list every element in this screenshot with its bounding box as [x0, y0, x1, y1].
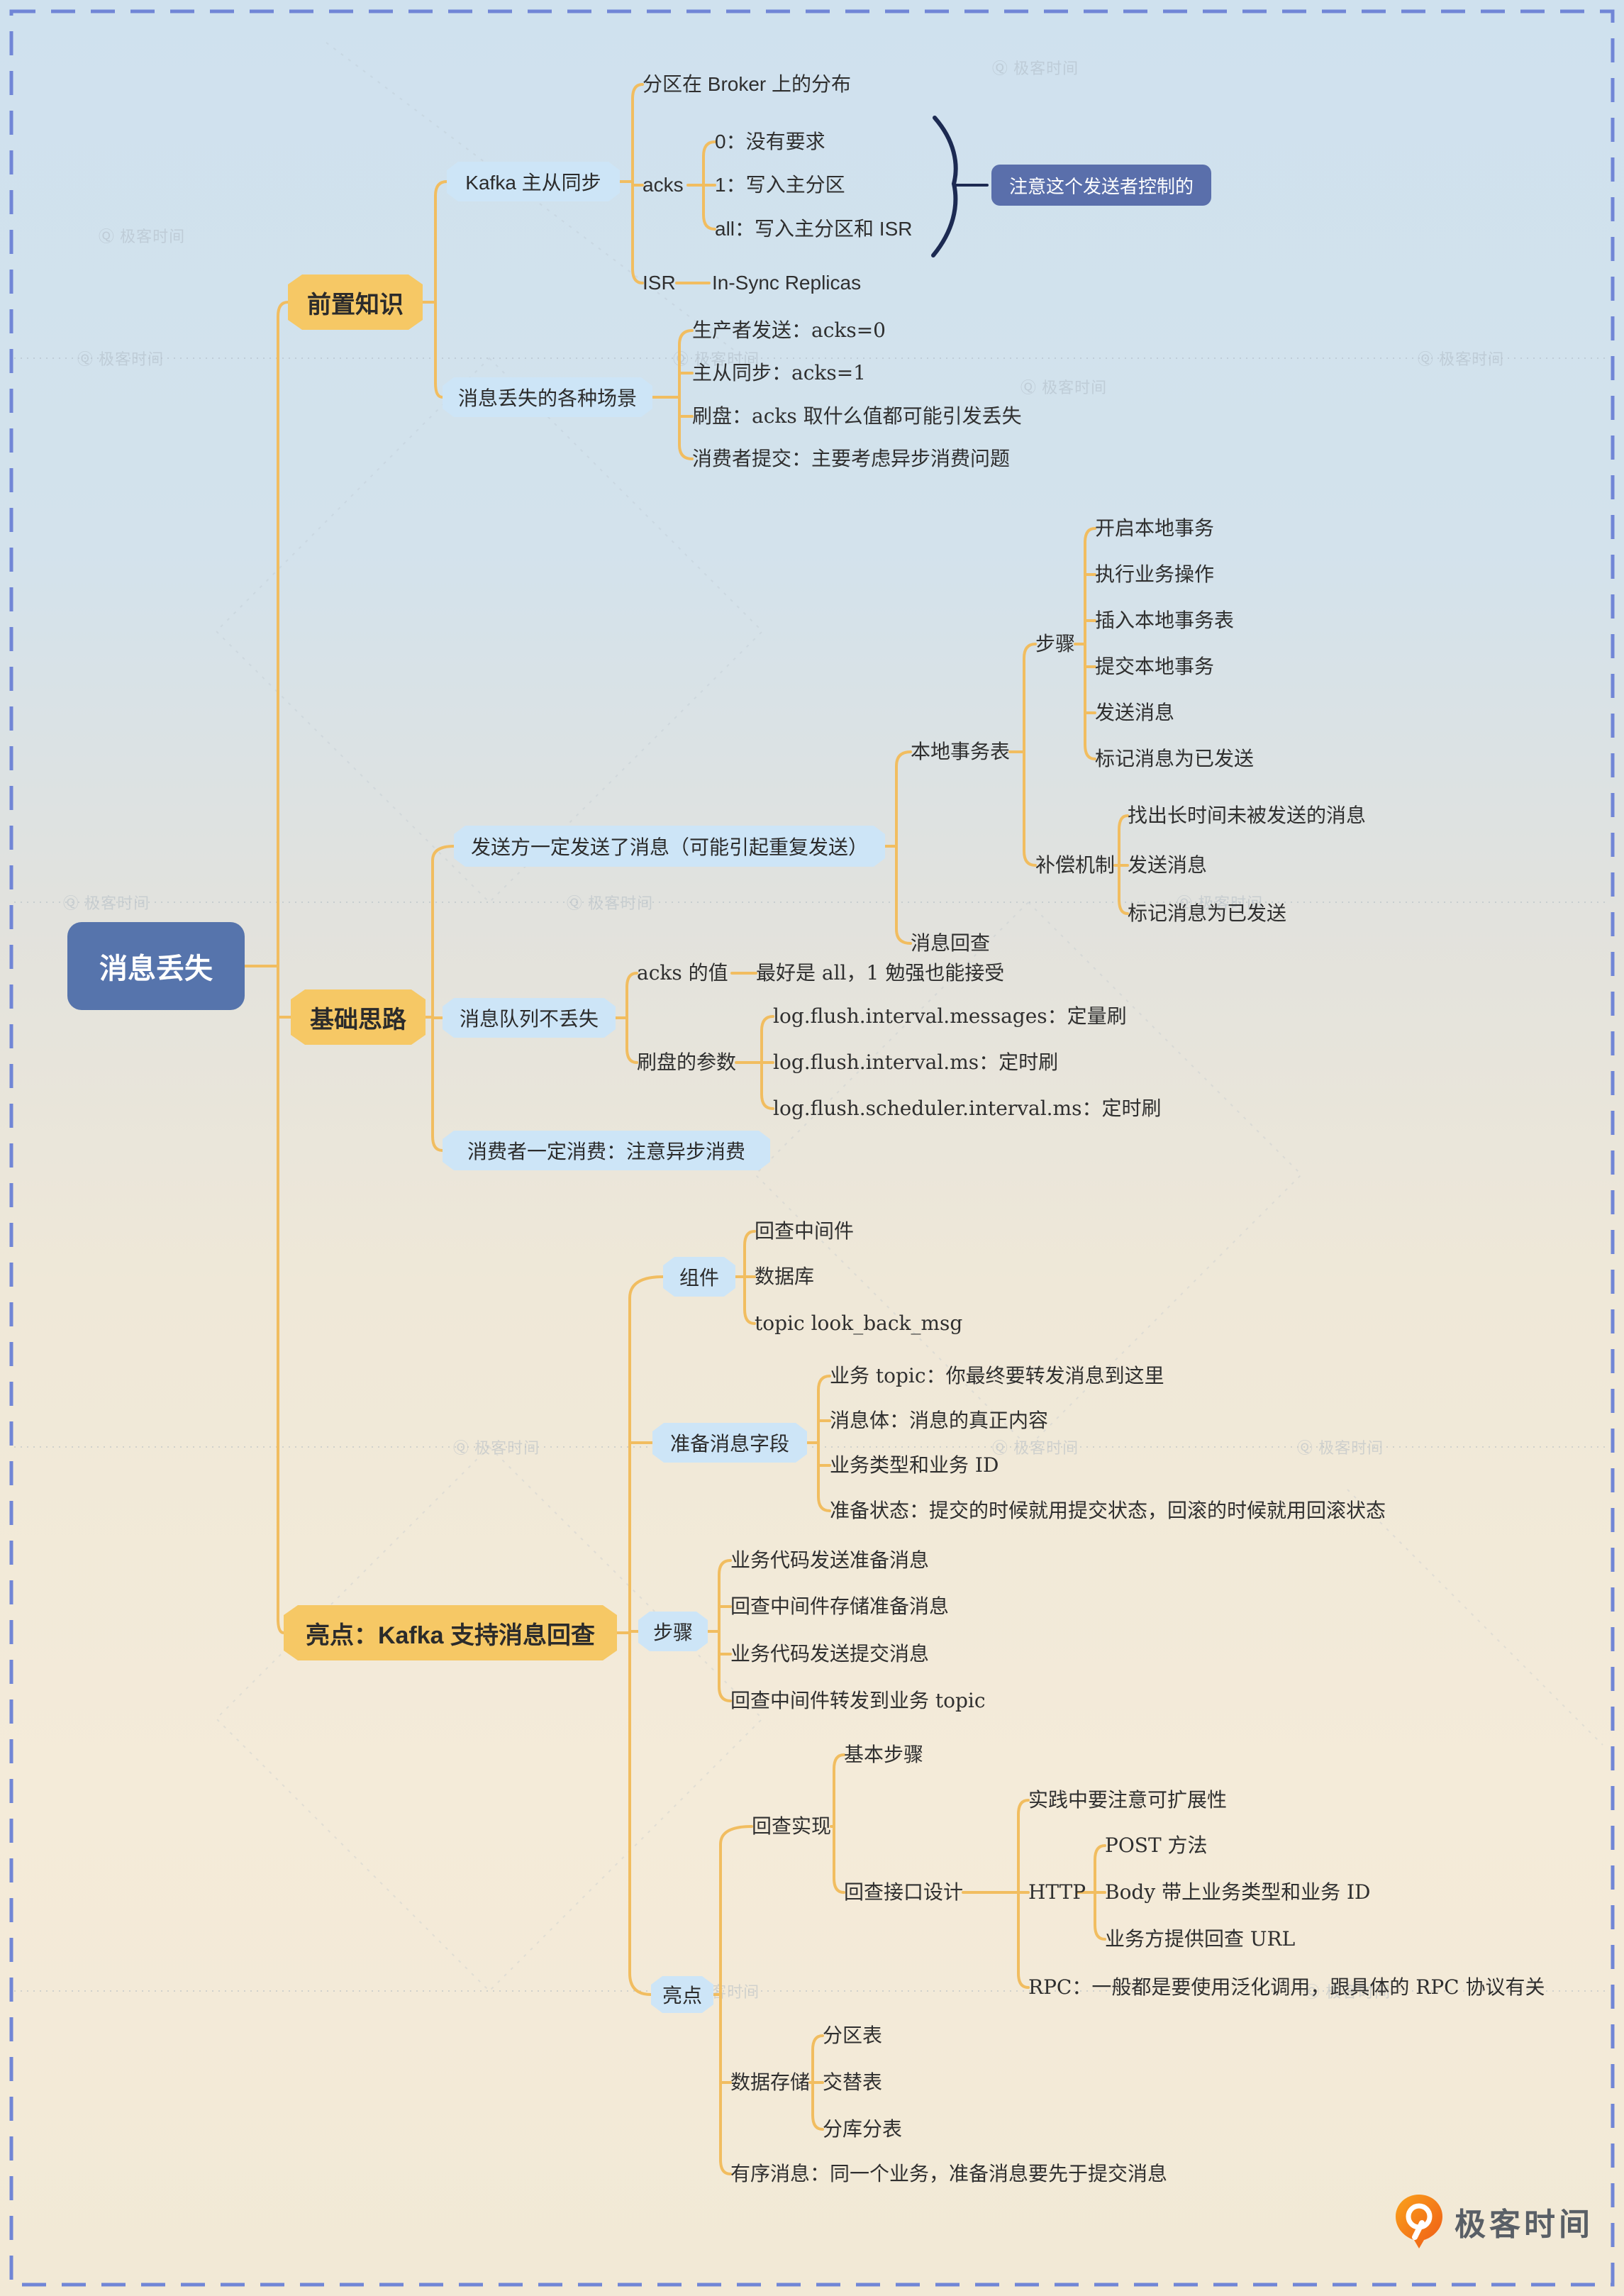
node-prerequisites[interactable]: 前置知识	[288, 274, 423, 330]
node-loss-scenarios[interactable]: 消息丢失的各种场景	[443, 377, 652, 417]
node-local-tx-table[interactable]: 本地事务表	[911, 740, 1011, 763]
node-components[interactable]: 组件	[663, 1257, 735, 1297]
node-isr[interactable]: ISR	[643, 272, 676, 294]
geektime-brand: 极客时间	[1394, 2193, 1594, 2250]
geektime-watermark: Ⓠ 极客时间	[62, 894, 150, 912]
leaf-comp-send-message[interactable]: 发送消息	[1128, 853, 1208, 877]
node-highlight-kafka-lookback[interactable]: 亮点：Kafka 支持消息回查	[284, 1605, 617, 1660]
leaf-send-message[interactable]: 发送消息	[1095, 701, 1175, 724]
leaf-message-body[interactable]: 消息体：消息的真正内容	[830, 1409, 1049, 1432]
leaf-flush-loss[interactable]: 刷盘：acks 取什么值都可能引发丢失	[692, 404, 1022, 428]
geektime-watermark: Ⓠ 极客时间	[991, 1439, 1079, 1457]
leaf-flush-interval-messages[interactable]: log.flush.interval.messages：定量刷	[773, 1004, 1127, 1028]
geektime-logo-icon	[1394, 2193, 1445, 2250]
leaf-message-lookback[interactable]: 消息回查	[911, 931, 991, 955]
leaf-lookback-middleware[interactable]: 回查中间件	[755, 1219, 855, 1243]
leaf-send-commit-msg[interactable]: 业务代码发送提交消息	[730, 1642, 930, 1665]
geektime-watermark: Ⓠ 极客时间	[1417, 350, 1505, 368]
geektime-watermark: Ⓠ 极客时间	[77, 350, 165, 368]
leaf-replication-acks1[interactable]: 主从同步：acks=1	[692, 361, 866, 384]
node-data-storage[interactable]: 数据存储	[730, 2070, 811, 2094]
leaf-partition-distribution[interactable]: 分区在 Broker 上的分布	[643, 73, 852, 95]
leaf-best-all[interactable]: 最好是 all，1 勉强也能接受	[756, 961, 1005, 985]
leaf-mark-sent[interactable]: 标记消息为已发送	[1095, 747, 1255, 770]
node-lookback-api-design[interactable]: 回查接口设计	[844, 1880, 964, 1904]
leaf-ordered-message[interactable]: 有序消息：同一个业务，准备消息要先于提交消息	[730, 2162, 1168, 2185]
leaf-producer-acks0[interactable]: 生产者发送：acks=0	[692, 318, 886, 342]
leaf-in-sync-replicas[interactable]: In-Sync Replicas	[712, 272, 862, 294]
leaf-flush-scheduler-interval[interactable]: log.flush.scheduler.interval.ms：定时刷	[773, 1097, 1162, 1120]
geektime-watermark: Ⓠ 极客时间	[566, 894, 654, 912]
leaf-business-type-id[interactable]: 业务类型和业务 ID	[830, 1453, 999, 1477]
node-local-tx-steps[interactable]: 步骤	[1035, 632, 1076, 655]
leaf-partition-table[interactable]: 分区表	[823, 2024, 883, 2047]
geektime-watermark: Ⓠ 极客时间	[1020, 379, 1108, 396]
brace-acks-group	[931, 116, 989, 257]
geektime-watermark: Ⓠ 极客时间	[672, 350, 760, 368]
page-border	[9, 9, 1615, 2287]
callout-sender-controlled[interactable]: 注意这个发送者控制的	[991, 165, 1211, 206]
node-acks[interactable]: acks	[643, 174, 684, 196]
geektime-watermark: Ⓠ 极客时间	[991, 60, 1079, 77]
leaf-body-type-id[interactable]: Body 带上业务类型和业务 ID	[1105, 1880, 1371, 1904]
node-compensation[interactable]: 补偿机制	[1035, 853, 1116, 877]
node-sender-must-send[interactable]: 发送方一定发送了消息（可能引起重复发送）	[454, 826, 885, 867]
node-flush-params[interactable]: 刷盘的参数	[637, 1050, 737, 1074]
leaf-lookback-url[interactable]: 业务方提供回查 URL	[1105, 1927, 1296, 1951]
geektime-watermark: Ⓠ 极客时间	[1296, 1439, 1384, 1457]
leaf-open-local-tx[interactable]: 开启本地事务	[1095, 516, 1215, 540]
geektime-watermark: Ⓠ 极客时间	[1176, 894, 1264, 912]
node-basic-ideas[interactable]: 基础思路	[291, 989, 426, 1045]
leaf-acks-1[interactable]: 1：写入主分区	[715, 174, 845, 196]
leaf-rpc-generic-call[interactable]: RPC：一般都是要使用泛化调用，跟具体的 RPC 协议有关	[1028, 1975, 1545, 1999]
leaf-flush-interval-ms[interactable]: log.flush.interval.ms：定时刷	[773, 1050, 1059, 1074]
leaf-forward-business-topic[interactable]: 回查中间件转发到业务 topic	[730, 1689, 986, 1712]
geektime-watermark: Ⓠ 极客时间	[1303, 1983, 1391, 2001]
leaf-consumer-commit[interactable]: 消费者提交：主要考虑异步消费问题	[692, 447, 1011, 470]
leaf-topic-lookback-msg[interactable]: topic look_back_msg	[755, 1311, 963, 1335]
node-root-message-loss[interactable]: 消息丢失	[67, 922, 245, 1010]
node-consumer-must-consume[interactable]: 消费者一定消费：注意异步消费	[443, 1131, 770, 1170]
leaf-acks-0[interactable]: 0：没有要求	[715, 131, 825, 152]
leaf-post-method[interactable]: POST 方法	[1105, 1834, 1208, 1857]
leaf-exec-business-op[interactable]: 执行业务操作	[1095, 562, 1215, 586]
leaf-find-unsent[interactable]: 找出长时间未被发送的消息	[1128, 804, 1367, 827]
node-queue-no-loss[interactable]: 消息队列不丢失	[443, 998, 616, 1038]
leaf-comp-mark-sent[interactable]: 标记消息为已发送	[1128, 902, 1287, 925]
geektime-watermark: Ⓠ 极客时间	[98, 228, 186, 245]
leaf-prepare-status[interactable]: 准备状态：提交的时候就用提交状态，回滚的时候就用回滚状态	[830, 1499, 1386, 1522]
leaf-database[interactable]: 数据库	[755, 1265, 815, 1288]
node-lookback-impl[interactable]: 回查实现	[752, 1814, 832, 1838]
leaf-insert-tx-table[interactable]: 插入本地事务表	[1095, 609, 1235, 632]
leaf-alternate-table[interactable]: 交替表	[823, 2070, 883, 2094]
leaf-store-prepare-msg[interactable]: 回查中间件存储准备消息	[730, 1595, 950, 1618]
leaf-sharding[interactable]: 分库分表	[823, 2117, 903, 2141]
node-highlights[interactable]: 亮点	[651, 1976, 713, 2013]
leaf-acks-all[interactable]: all：写入主分区和 ISR	[715, 218, 913, 240]
node-prepare-msg-fields[interactable]: 准备消息字段	[652, 1423, 807, 1463]
node-kafka-replication[interactable]: Kafka 主从同步	[447, 162, 620, 201]
leaf-commit-local-tx[interactable]: 提交本地事务	[1095, 655, 1215, 678]
leaf-business-topic[interactable]: 业务 topic：你最终要转发消息到这里	[830, 1364, 1164, 1387]
leaf-extensibility[interactable]: 实践中要注意可扩展性	[1028, 1788, 1228, 1812]
node-lookback-steps[interactable]: 步骤	[638, 1612, 708, 1651]
leaf-basic-steps[interactable]: 基本步骤	[844, 1743, 924, 1766]
node-acks-value[interactable]: acks 的值	[637, 961, 728, 985]
node-http[interactable]: HTTP	[1028, 1880, 1086, 1904]
leaf-send-prepare-msg[interactable]: 业务代码发送准备消息	[730, 1548, 930, 1572]
geektime-watermark: Ⓠ 极客时间	[452, 1439, 540, 1457]
